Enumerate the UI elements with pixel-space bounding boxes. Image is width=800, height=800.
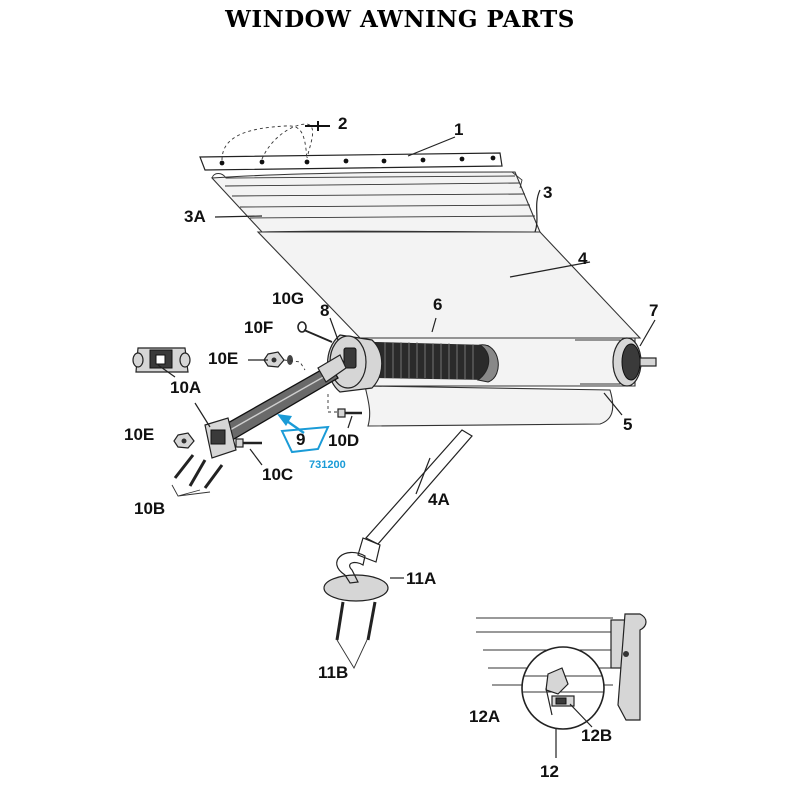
label-1: 1	[454, 120, 463, 139]
label-10g: 10G	[272, 289, 304, 308]
awning-rail	[199, 123, 503, 171]
arm-base-bracket	[323, 551, 389, 602]
inset-detail-12	[476, 613, 647, 758]
nut-10e-lower	[173, 432, 195, 449]
label-12b: 12B	[581, 726, 612, 745]
label-4: 4	[578, 249, 588, 268]
label-8: 8	[320, 301, 329, 320]
diagram-title: WINDOW AWNING PARTS	[225, 6, 575, 33]
label-10b: 10B	[134, 499, 165, 518]
label-12a: 12A	[469, 707, 500, 726]
awning-lower-fabric	[364, 385, 614, 427]
label-3: 3	[543, 183, 552, 202]
support-arm	[357, 429, 473, 563]
screws-10b	[171, 454, 224, 497]
label-7: 7	[649, 301, 658, 320]
torsion-spring	[375, 342, 499, 383]
part-number-label: 731200	[309, 459, 346, 471]
label-9: 9	[296, 430, 305, 449]
screws-11b	[335, 601, 377, 669]
label-10c: 10C	[262, 465, 293, 484]
label-10e-lower: 10E	[124, 425, 154, 444]
label-2: 2	[338, 114, 347, 133]
washer-10f	[283, 355, 306, 371]
crank-rod-part-9	[211, 354, 347, 447]
label-3a: 3A	[184, 207, 206, 226]
label-11a: 11A	[406, 569, 436, 588]
label-10d: 10D	[328, 431, 359, 450]
bracket-10a-mounted	[204, 417, 237, 459]
label-10a: 10A	[170, 378, 201, 397]
part-9-highlight	[277, 414, 330, 454]
awning-fabric	[256, 231, 642, 339]
bolt-10c	[235, 438, 262, 448]
awning-valance	[210, 171, 541, 233]
pin-10g	[297, 321, 333, 343]
label-11b: 11B	[318, 663, 348, 682]
label-5: 5	[623, 415, 632, 434]
label-10f: 10F	[244, 318, 273, 337]
label-10e-upper: 10E	[208, 349, 238, 368]
bracket-10a-detail	[132, 347, 191, 373]
screw-part-2	[305, 121, 330, 131]
label-4a: 4A	[428, 490, 450, 509]
label-6: 6	[433, 295, 442, 314]
label-12: 12	[540, 762, 559, 781]
bolt-10d	[327, 394, 362, 418]
part-labels: 1 2 3 3A 4 4A 5 6 7 8 9 10A 10B 10C 10D …	[124, 114, 658, 781]
roller-end-cap	[612, 337, 657, 387]
leader-lines	[157, 136, 656, 728]
